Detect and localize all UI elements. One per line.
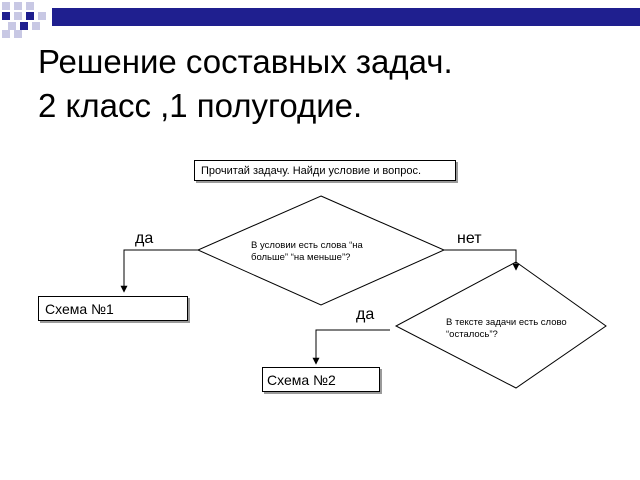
connector-yes-1 bbox=[120, 249, 198, 293]
header-stripe bbox=[52, 8, 640, 26]
slide-title-line-1: Решение составных задач. bbox=[38, 43, 453, 80]
header-square bbox=[2, 12, 10, 20]
question-1-line-2: больше” “на меньше”? bbox=[251, 252, 351, 263]
header-square bbox=[32, 22, 40, 30]
header-square bbox=[14, 30, 22, 38]
question-2-text: В тексте задачи есть слово “осталось”? bbox=[446, 317, 567, 341]
scheme-1-text: Схема №1 bbox=[45, 300, 114, 317]
header-square bbox=[8, 22, 16, 30]
question-2-line-1: В тексте задачи есть слово bbox=[446, 317, 567, 328]
connector-no bbox=[444, 249, 520, 271]
header-square bbox=[26, 2, 34, 10]
question-1-text: В условии есть слова “на больше” “на мен… bbox=[251, 240, 363, 264]
connector-yes-2 bbox=[312, 329, 390, 365]
header-square bbox=[26, 12, 34, 20]
branch-label-no: нет bbox=[457, 230, 482, 247]
header-square bbox=[20, 22, 28, 30]
branch-label-yes-1: да bbox=[135, 230, 154, 247]
question-2-line-2: “осталось”? bbox=[446, 329, 498, 340]
slide-title-line-2: 2 класс ,1 полугодие. bbox=[38, 87, 363, 124]
scheme-2-text: Схема №2 bbox=[267, 371, 336, 388]
branch-label-yes-2: да bbox=[356, 306, 375, 323]
start-step-box: Прочитай задачу. Найди условие и вопрос. bbox=[194, 160, 456, 181]
header-square bbox=[2, 30, 10, 38]
header-square bbox=[38, 12, 46, 20]
decision-diamond-1 bbox=[196, 195, 446, 306]
decorative-header-band bbox=[2, 2, 640, 38]
scheme-1-box: Схема №1 bbox=[38, 296, 188, 321]
scheme-2-box: Схема №2 bbox=[262, 367, 380, 392]
header-square bbox=[14, 2, 22, 10]
decision-diamond-2 bbox=[394, 261, 607, 389]
start-step-text: Прочитай задачу. Найди условие и вопрос. bbox=[201, 164, 422, 177]
header-square bbox=[14, 12, 22, 20]
question-1-line-1: В условии есть слова “на bbox=[251, 240, 363, 251]
header-square bbox=[2, 2, 10, 10]
